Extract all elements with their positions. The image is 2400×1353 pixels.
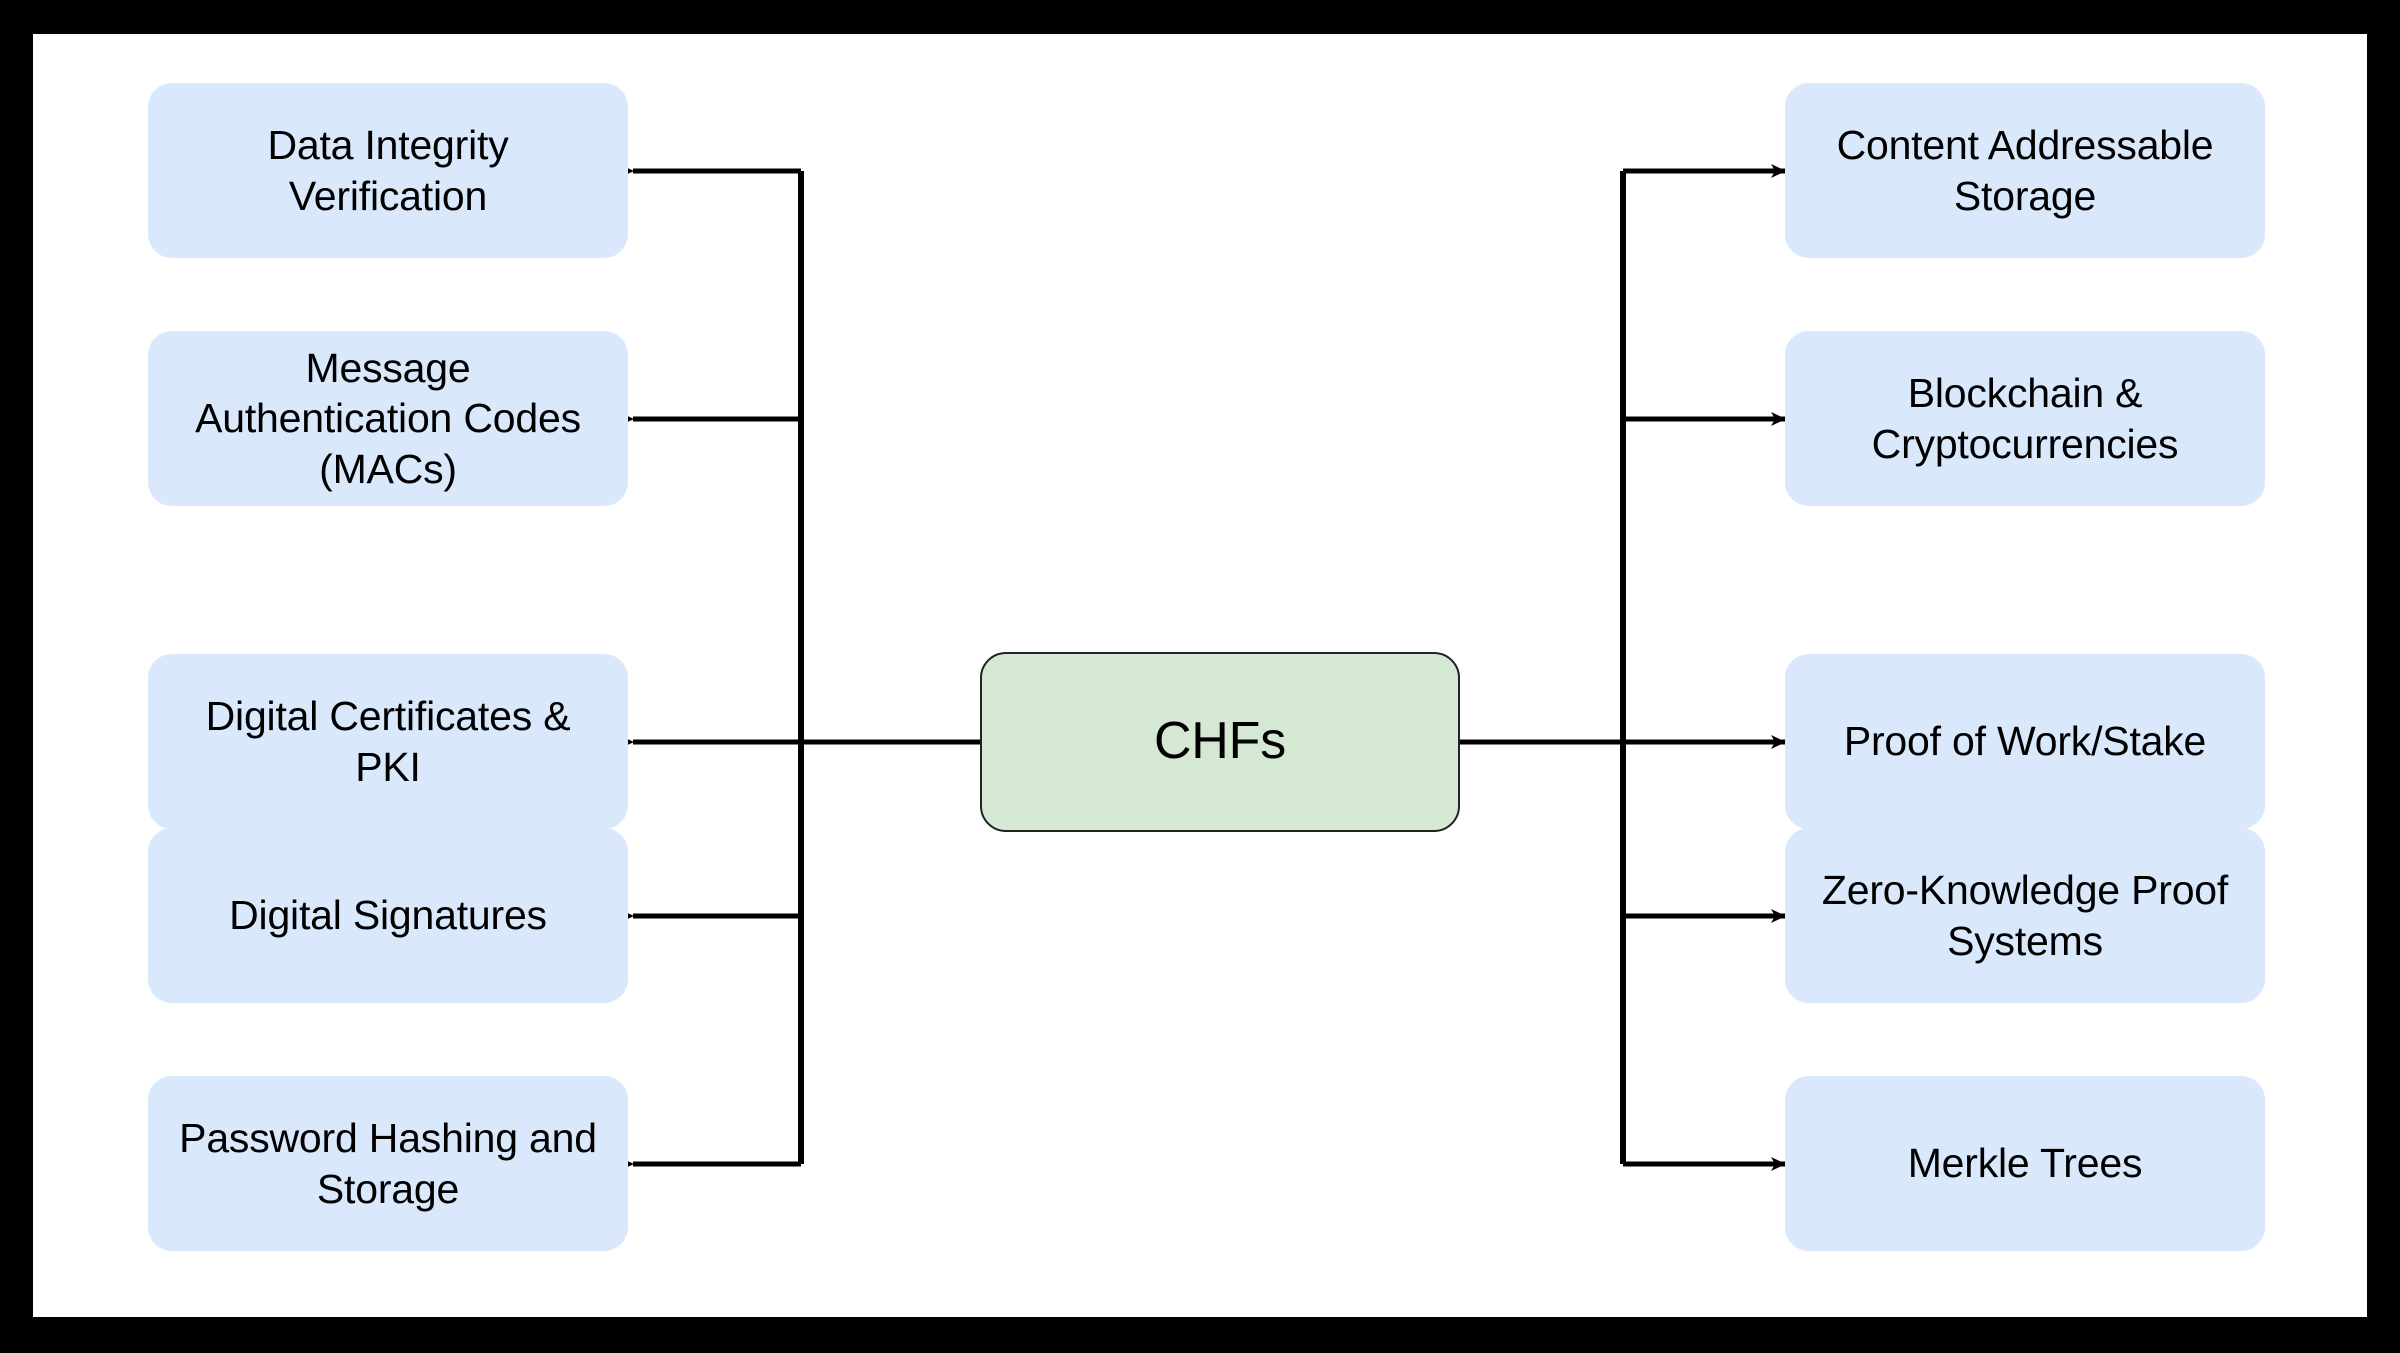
node-label: Digital Signatures [229, 892, 547, 939]
diagram-canvas: Data Integrity Verification Message Auth… [33, 34, 2367, 1317]
node-label: Password Hashing and Storage [179, 1115, 597, 1212]
node-label: Blockchain & Cryptocurrencies [1871, 370, 2179, 467]
node-password-hashing-and-storage[interactable]: Password Hashing and Storage [148, 1076, 628, 1251]
node-merkle-trees[interactable]: Merkle Trees [1785, 1076, 2265, 1251]
node-label: CHFs [1153, 712, 1287, 771]
node-proof-of-work-stake[interactable]: Proof of Work/Stake [1785, 654, 2265, 829]
node-digital-signatures[interactable]: Digital Signatures [148, 828, 628, 1003]
edge-center-to-left-trunk [798, 171, 980, 1164]
node-label: Proof of Work/Stake [1843, 718, 2207, 765]
node-label: Zero-Knowledge Proof Systems [1821, 867, 2229, 964]
node-message-authentication-codes[interactable]: Message Authentication Codes (MACs) [148, 331, 628, 506]
node-label: Data Integrity Verification [267, 122, 509, 219]
diagram-stage: Data Integrity Verification Message Auth… [33, 34, 2367, 1317]
node-zero-knowledge-proof-systems[interactable]: Zero-Knowledge Proof Systems [1785, 828, 2265, 1003]
node-data-integrity-verification[interactable]: Data Integrity Verification [148, 83, 628, 258]
node-digital-certificates-pki[interactable]: Digital Certificates & PKI [148, 654, 628, 829]
node-label: Message Authentication Codes (MACs) [195, 345, 581, 492]
edge-center-to-right-trunk [1460, 171, 1626, 1164]
node-label: Digital Certificates & PKI [205, 693, 571, 790]
node-label: Merkle Trees [1907, 1140, 2143, 1187]
node-label: Content Addressable Storage [1836, 122, 2214, 219]
node-content-addressable-storage[interactable]: Content Addressable Storage [1785, 83, 2265, 258]
node-blockchain-cryptocurrencies[interactable]: Blockchain & Cryptocurrencies [1785, 331, 2265, 506]
node-chfs-center[interactable]: CHFs [980, 652, 1460, 832]
